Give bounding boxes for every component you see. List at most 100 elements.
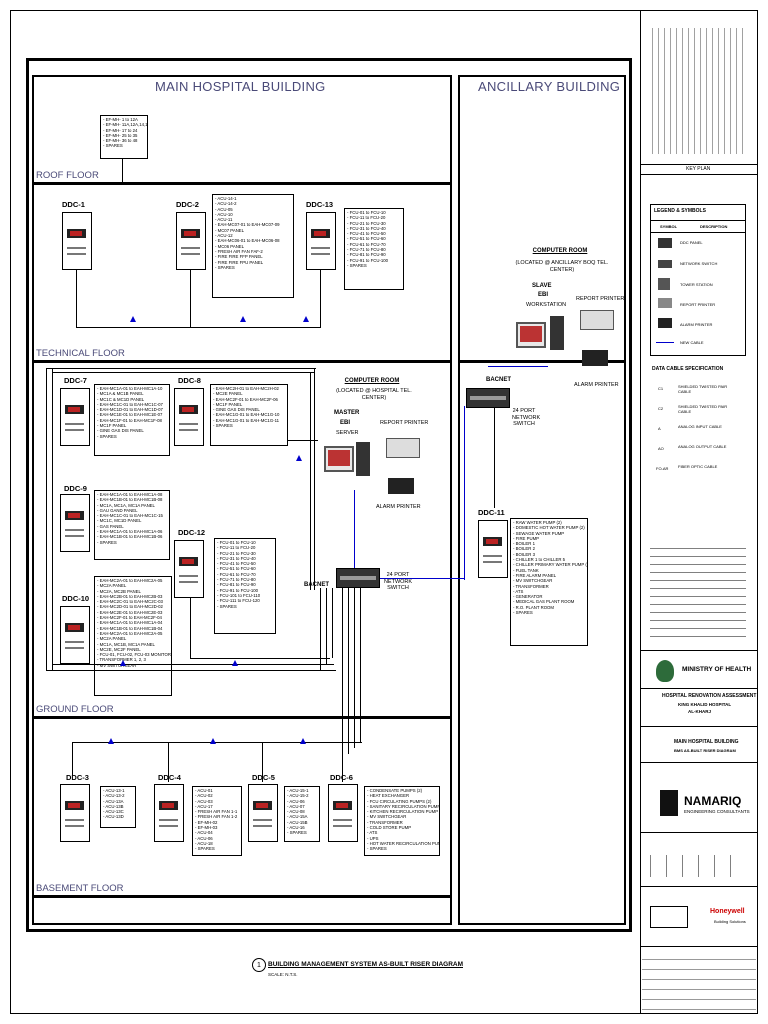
ddc12-point-list: - FCU-01 to FCU-10- FCU-11 to FCU-20- FC… — [214, 538, 276, 634]
anc-technical-line — [458, 360, 626, 363]
ddc2-point-list: - ACU-14-1- ACU-14-2- ACU-05- ACU-10- AC… — [212, 194, 294, 298]
technical-floor-line — [32, 360, 452, 363]
ddc1-label: DDC-1 — [62, 200, 85, 209]
ddc9-panel[interactable] — [60, 494, 90, 552]
ddc13-panel[interactable] — [306, 212, 336, 270]
legend-cable-icon — [656, 342, 674, 343]
main-ebi-label: EBI — [340, 420, 351, 426]
drawing-title: MAIN HOSPITAL BUILDING — [674, 739, 739, 745]
switch-drop-2 — [326, 588, 327, 664]
bus-basement-h — [72, 742, 362, 743]
bus-tech-bottom — [46, 670, 336, 671]
title-block-border — [640, 10, 641, 1014]
contractor-subtitle: Building Solutions — [714, 919, 746, 924]
ddc3-panel[interactable] — [60, 784, 90, 842]
anc-alarm-printer-label: ALARM PRINTER — [574, 382, 619, 388]
ddc10-panel[interactable] — [60, 606, 90, 664]
roof-equipment-list: - EF-MH- 1 to 12A- EF-MH- 11A,12A,14,15-… — [100, 115, 148, 159]
switch-drop-1 — [320, 588, 321, 670]
bus-roof-3 — [320, 270, 321, 328]
ddc12-panel[interactable] — [174, 540, 204, 598]
legend-header-line — [650, 220, 746, 221]
workstation-monitor-icon[interactable] — [516, 322, 546, 348]
cable-tag-7 — [108, 738, 114, 744]
legend-cols-line — [650, 232, 746, 233]
bus-b4 — [342, 742, 343, 782]
workstation-label: WORKSTATION — [526, 302, 567, 308]
anc-main-link — [464, 406, 465, 580]
ddc2-panel[interactable] — [176, 212, 206, 270]
main-report-printer-icon[interactable] — [386, 438, 420, 458]
cable-desc-2: SHIELDED TWISTED PAIR CABLE — [678, 404, 728, 414]
cable-desc-5: FIBER OPTIC CABLE — [678, 464, 718, 469]
tb-line-3 — [640, 650, 758, 651]
bus-tech-top — [46, 368, 316, 369]
ddc6-panel[interactable] — [328, 784, 358, 842]
server-monitor-icon[interactable] — [324, 446, 354, 472]
ddc8-point-list: - EAH-MC2H-01 to EAH-MC2H-02- MC2E PANEL… — [210, 384, 288, 446]
ddc7-panel[interactable] — [60, 388, 90, 446]
ddc11-panel[interactable] — [478, 520, 508, 578]
main-building-title: MAIN HOSPITAL BUILDING — [155, 79, 326, 94]
legend-tower-icon — [658, 278, 670, 290]
ancillary-building-title: ANCILLARY BUILDING — [478, 79, 621, 94]
tb-line-9 — [640, 946, 758, 947]
main-alarm-printer-icon[interactable] — [388, 478, 414, 494]
ddc4-panel[interactable] — [154, 784, 184, 842]
bus-tech-right — [314, 368, 315, 590]
bus-tech-left — [46, 368, 47, 670]
anc-report-printer-icon[interactable] — [580, 310, 614, 330]
anc-computer-room-title: COMPUTER ROOM — [532, 248, 588, 254]
ddc5-panel[interactable] — [248, 784, 278, 842]
cable-tag-6 — [296, 455, 302, 461]
anc-network-switch-icon[interactable] — [466, 388, 510, 408]
ddc4-point-list: - ACU-01- ACU-02- ACU-03- ACU-17- FRESH … — [192, 786, 242, 856]
roof-link — [122, 159, 123, 182]
ddc1-panel[interactable] — [62, 212, 92, 270]
bus-b2 — [168, 742, 169, 782]
basement-floor-label: BASEMENT FLOOR — [36, 883, 124, 894]
bus-b3 — [262, 742, 263, 782]
roof-floor-label: ROOF FLOOR — [36, 170, 99, 181]
legend-col-description: DESCRIPTION — [700, 224, 728, 229]
namariq-logo — [660, 790, 678, 816]
main-alarm-printer-label: ALARM PRINTER — [376, 504, 421, 510]
revision-table — [650, 545, 746, 637]
ancillary-building-box — [458, 75, 626, 925]
anc-report-printer-label: REPORT PRINTER — [576, 296, 625, 302]
cable-desc-1: SHIELDED TWISTED PAIR CABLE — [678, 384, 728, 394]
cable-tag-4 — [120, 660, 126, 666]
drawing-caption-scale: SCALE: N.T.S. — [268, 972, 298, 977]
cable-code-3: A — [658, 426, 661, 431]
key-plan-image — [652, 28, 744, 154]
cable-spec-title: DATA CABLE SPECIFICATION — [652, 366, 724, 372]
cable-tag-8 — [210, 738, 216, 744]
main-network-switch-icon[interactable] — [336, 568, 380, 588]
ddc5-label: DDC-5 — [252, 773, 275, 782]
basement-floor-line — [32, 895, 452, 898]
legend-item-1: DDC PANEL — [680, 240, 703, 245]
main-computer-room-title: COMPUTER ROOM — [344, 378, 400, 384]
anc-link — [380, 578, 464, 579]
server-label: SERVER — [336, 430, 359, 436]
server-tower-icon[interactable] — [356, 442, 370, 476]
bus-roof-h — [76, 327, 320, 328]
ddc2-label: DDC-2 — [176, 200, 199, 209]
legend-alarm-printer-icon — [658, 318, 672, 328]
ddc6-point-list: - CONDENSATE PUMPS (2)- HEAT EXCHANGER- … — [364, 786, 440, 856]
signature-table — [650, 855, 746, 877]
anc-alarm-printer-icon[interactable] — [582, 350, 608, 366]
legend-report-printer-icon — [658, 298, 672, 308]
ddc8-panel[interactable] — [174, 388, 204, 446]
ddc10-label: DDC-10 — [62, 594, 90, 603]
roof-floor-line — [32, 182, 452, 185]
bus-tech-top2 — [52, 372, 314, 373]
drawing-number-circle: 1 — [252, 958, 266, 972]
switch-drop-6 — [354, 588, 355, 748]
bus-tech-left2 — [52, 368, 53, 670]
workstation-tower-icon[interactable] — [550, 316, 564, 350]
ddc9-point-list: - EAH-MC1A-01 to EAH-MC1A-08- EAH-MC1B-0… — [94, 490, 170, 560]
cable-tag-5 — [232, 660, 238, 666]
legend-switch-icon — [658, 260, 672, 268]
legend-item-3: TOWER STATION — [680, 282, 713, 287]
